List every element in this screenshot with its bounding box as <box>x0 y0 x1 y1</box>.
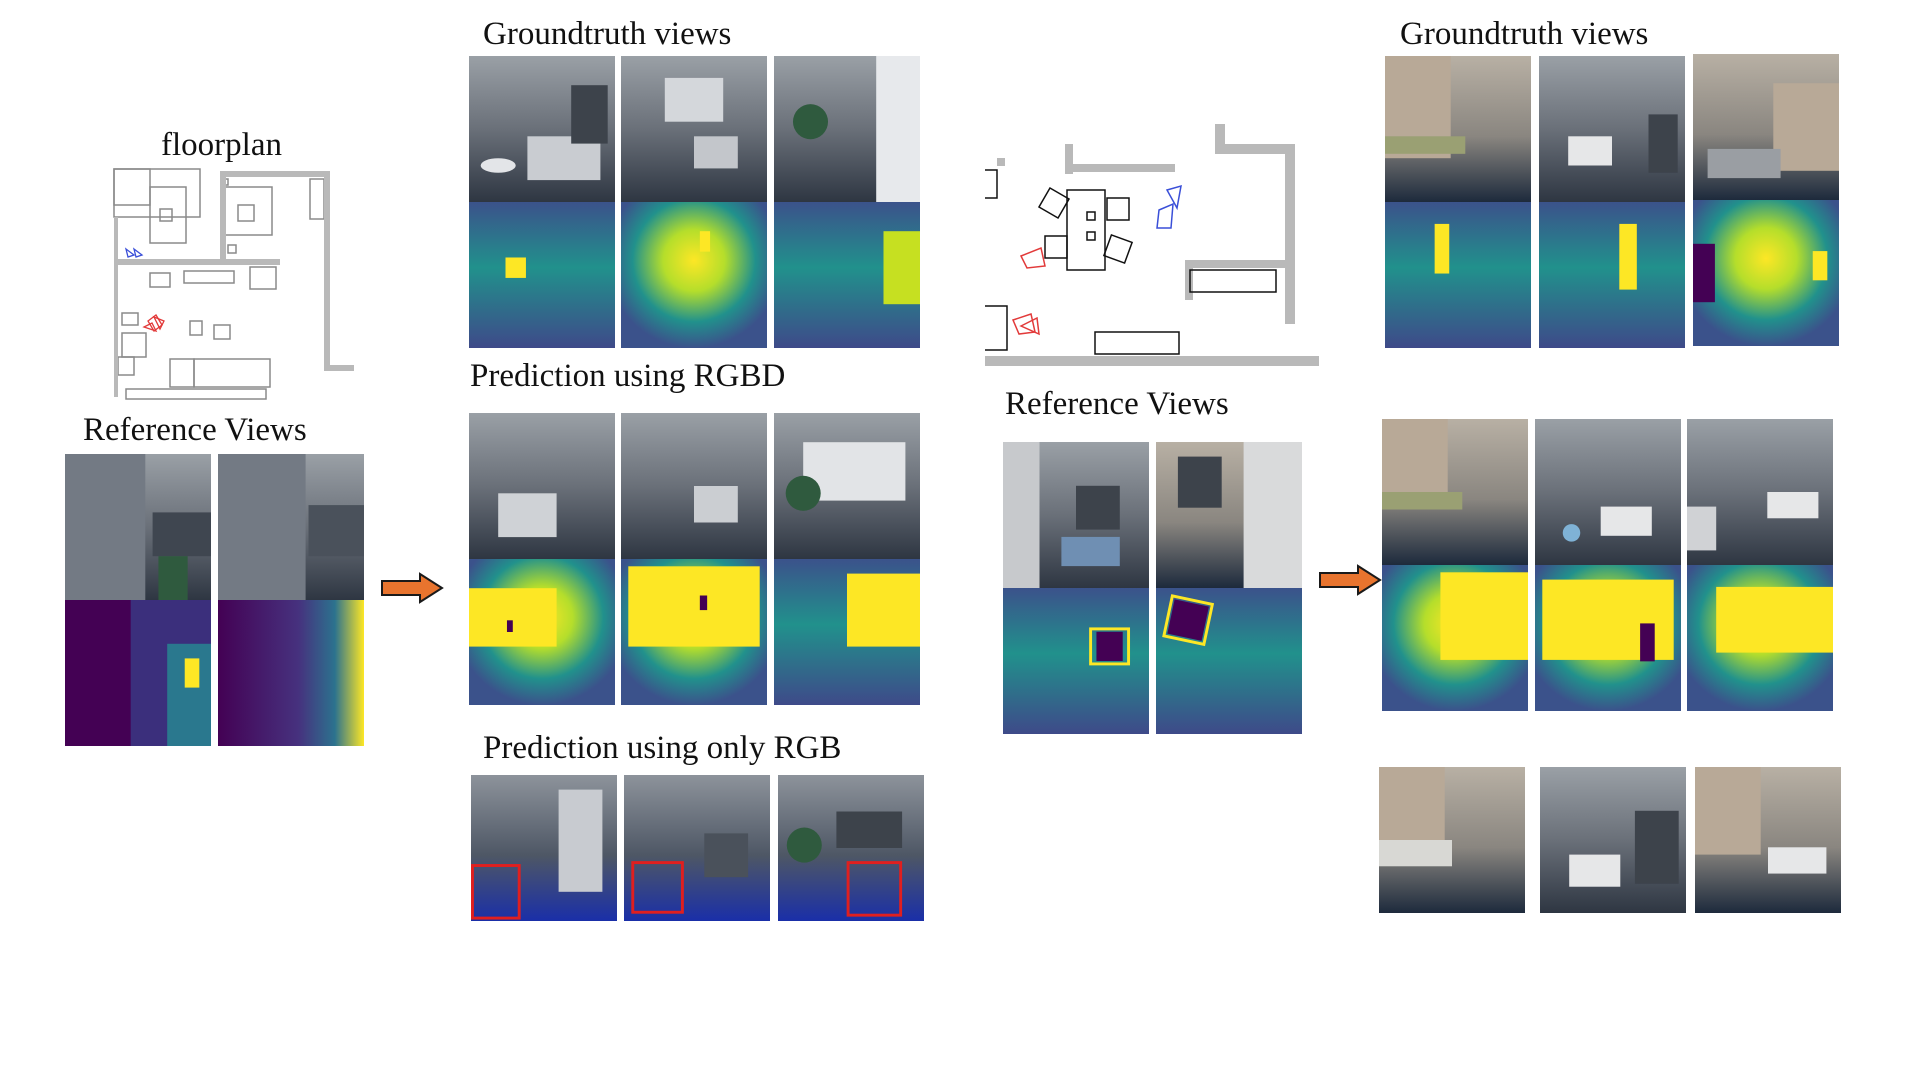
floorplan-title: floorplan <box>161 127 282 163</box>
right-groundtruth-title: Groundtruth views <box>1400 16 1649 52</box>
pred-rgb-2 <box>624 775 770 921</box>
gt-rgb-1 <box>469 56 615 202</box>
gt-depth-1 <box>469 202 615 348</box>
pred-rgb-3 <box>778 775 924 921</box>
pred-rgbd-title: Prediction using RGBD <box>470 358 786 394</box>
right-gt-depth-1 <box>1385 202 1531 348</box>
gt-depth-2 <box>621 202 767 348</box>
pred-rgbd-depth-1 <box>469 559 615 705</box>
left-arrow-icon <box>381 572 444 604</box>
reference-rgb-1 <box>65 454 211 600</box>
pred-rgbd-rgb-3 <box>774 413 920 559</box>
pred-rgbd-rgb-1 <box>469 413 615 559</box>
pred-rgbd-depth-2 <box>621 559 767 705</box>
right-pred-rgb-3 <box>1687 419 1833 565</box>
gt-rgb-2 <box>621 56 767 202</box>
gt-rgb-3 <box>774 56 920 202</box>
right-extra-rgb-1 <box>1379 767 1525 913</box>
reference-rgb-2 <box>218 454 364 600</box>
left-groundtruth-title: Groundtruth views <box>483 16 732 52</box>
right-reference-title: Reference Views <box>1005 386 1229 422</box>
right-pred-rgb-1 <box>1382 419 1528 565</box>
pred-rgbd-rgb-2 <box>621 413 767 559</box>
right-gt-rgb-3 <box>1693 54 1839 200</box>
left-reference-title: Reference Views <box>83 412 307 448</box>
right-pred-depth-1 <box>1382 565 1528 711</box>
right-gt-depth-3 <box>1693 200 1839 346</box>
right-pred-rgb-2 <box>1535 419 1681 565</box>
right-gt-rgb-1 <box>1385 56 1531 202</box>
pred-rgb-1 <box>471 775 617 921</box>
floorplan-diagram-right <box>985 124 1319 366</box>
right-gt-depth-2 <box>1539 202 1685 348</box>
right-arrow-icon <box>1319 564 1382 596</box>
right-reference-depth-1 <box>1003 588 1149 734</box>
floorplan-diagram <box>113 168 354 400</box>
pred-rgb-title: Prediction using only RGB <box>483 730 842 766</box>
reference-depth-1 <box>65 600 211 746</box>
gt-depth-3 <box>774 202 920 348</box>
right-reference-depth-2 <box>1156 588 1302 734</box>
right-extra-rgb-2 <box>1540 767 1686 913</box>
pred-rgbd-depth-3 <box>774 559 920 705</box>
right-pred-depth-3 <box>1687 565 1833 711</box>
reference-depth-2 <box>218 600 364 746</box>
right-reference-rgb-2 <box>1156 442 1302 588</box>
right-pred-depth-2 <box>1535 565 1681 711</box>
right-extra-rgb-3 <box>1695 767 1841 913</box>
right-gt-rgb-2 <box>1539 56 1685 202</box>
right-reference-rgb-1 <box>1003 442 1149 588</box>
